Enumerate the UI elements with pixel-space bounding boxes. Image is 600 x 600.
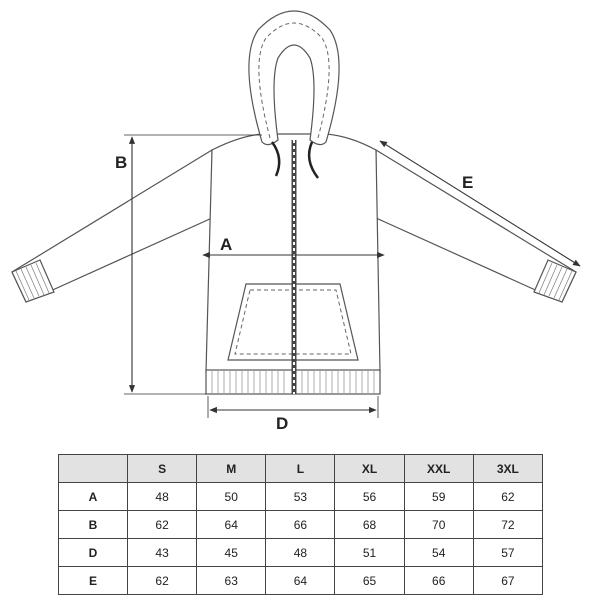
table-cell: 67 xyxy=(472,566,544,595)
size-header: XXL xyxy=(403,454,474,483)
dimension-e-line xyxy=(379,140,581,267)
table-row: E 62 63 64 65 66 67 xyxy=(58,566,544,595)
size-header: M xyxy=(196,454,267,483)
table-cell: 45 xyxy=(196,538,267,567)
hood xyxy=(248,10,340,146)
hood-stitching xyxy=(258,22,330,139)
table-cell: 59 xyxy=(403,482,474,511)
table-cell: 63 xyxy=(196,566,267,595)
table-cell: 57 xyxy=(472,538,544,567)
table-cell: 62 xyxy=(472,482,544,511)
table-cell: 62 xyxy=(126,510,198,539)
dimension-a-label: A xyxy=(220,235,232,254)
dimension-b-label: B xyxy=(115,153,127,172)
table-cell: 66 xyxy=(403,566,474,595)
table-cell: 70 xyxy=(403,510,474,539)
dimension-d-label: D xyxy=(276,414,288,433)
row-label: A xyxy=(58,482,128,511)
size-header: L xyxy=(265,454,336,483)
size-header: S xyxy=(126,454,198,483)
table-cell: 64 xyxy=(196,510,267,539)
pocket-stitching xyxy=(234,289,352,355)
size-header-row: S M L XL XXL 3XL xyxy=(58,454,544,483)
size-chart-table: S M L XL XXL 3XL A 48 50 53 56 59 62 B 6… xyxy=(58,454,544,595)
table-cell: 66 xyxy=(265,510,336,539)
table-cell: 62 xyxy=(126,566,198,595)
size-header: XL xyxy=(334,454,405,483)
table-cell: 48 xyxy=(265,538,336,567)
table-cell: 64 xyxy=(265,566,336,595)
hoodie-illustration xyxy=(11,10,577,395)
size-header: 3XL xyxy=(472,454,544,483)
drawstring-right xyxy=(307,141,319,179)
table-cell: 65 xyxy=(334,566,405,595)
table-row: B 62 64 66 68 70 72 xyxy=(58,510,544,539)
drawstring-left xyxy=(270,141,281,177)
table-cell: 53 xyxy=(265,482,336,511)
table-cell: 56 xyxy=(334,482,405,511)
table-cell: 48 xyxy=(126,482,198,511)
table-cell: 50 xyxy=(196,482,267,511)
dimension-e-label: E xyxy=(462,173,473,192)
left-cuff xyxy=(11,259,55,303)
table-cell: 68 xyxy=(334,510,405,539)
table-cell: 51 xyxy=(334,538,405,567)
table-row: D 43 45 48 51 54 57 xyxy=(58,538,544,567)
row-label: E xyxy=(58,566,128,595)
table-cell: 72 xyxy=(472,510,544,539)
dimension-lines xyxy=(124,134,581,418)
corner-cell xyxy=(58,454,128,483)
hoodie-measurement-diagram: B A D E xyxy=(11,10,581,433)
table-cell: 54 xyxy=(403,538,474,567)
row-label: B xyxy=(58,510,128,539)
table-row: A 48 50 53 56 59 62 xyxy=(58,482,544,511)
table-cell: 43 xyxy=(126,538,198,567)
row-label: D xyxy=(58,538,128,567)
